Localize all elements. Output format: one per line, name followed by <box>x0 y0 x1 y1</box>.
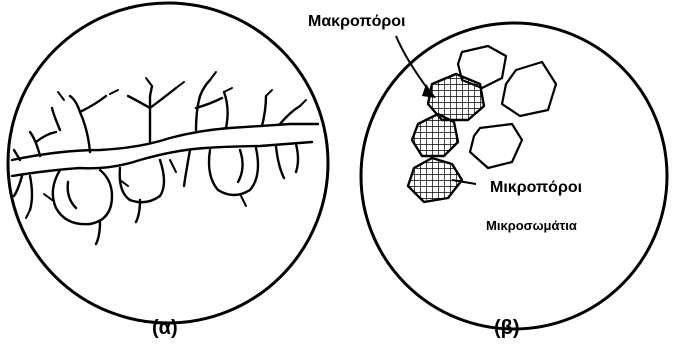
microparticles-label: Μικροσωμάτια <box>486 218 577 233</box>
panel-b-caption: (β) <box>494 317 520 339</box>
porous-particle-1 <box>428 74 484 120</box>
panel-b <box>361 23 667 329</box>
particle-circle-b <box>361 23 667 329</box>
micropores-label: Μικροπόροι <box>490 179 582 196</box>
particle-circle-a <box>8 3 328 323</box>
panel-a <box>8 3 328 323</box>
macropores-label: Μακροπόροι <box>308 13 405 30</box>
panel-a-caption: (α) <box>152 317 178 339</box>
